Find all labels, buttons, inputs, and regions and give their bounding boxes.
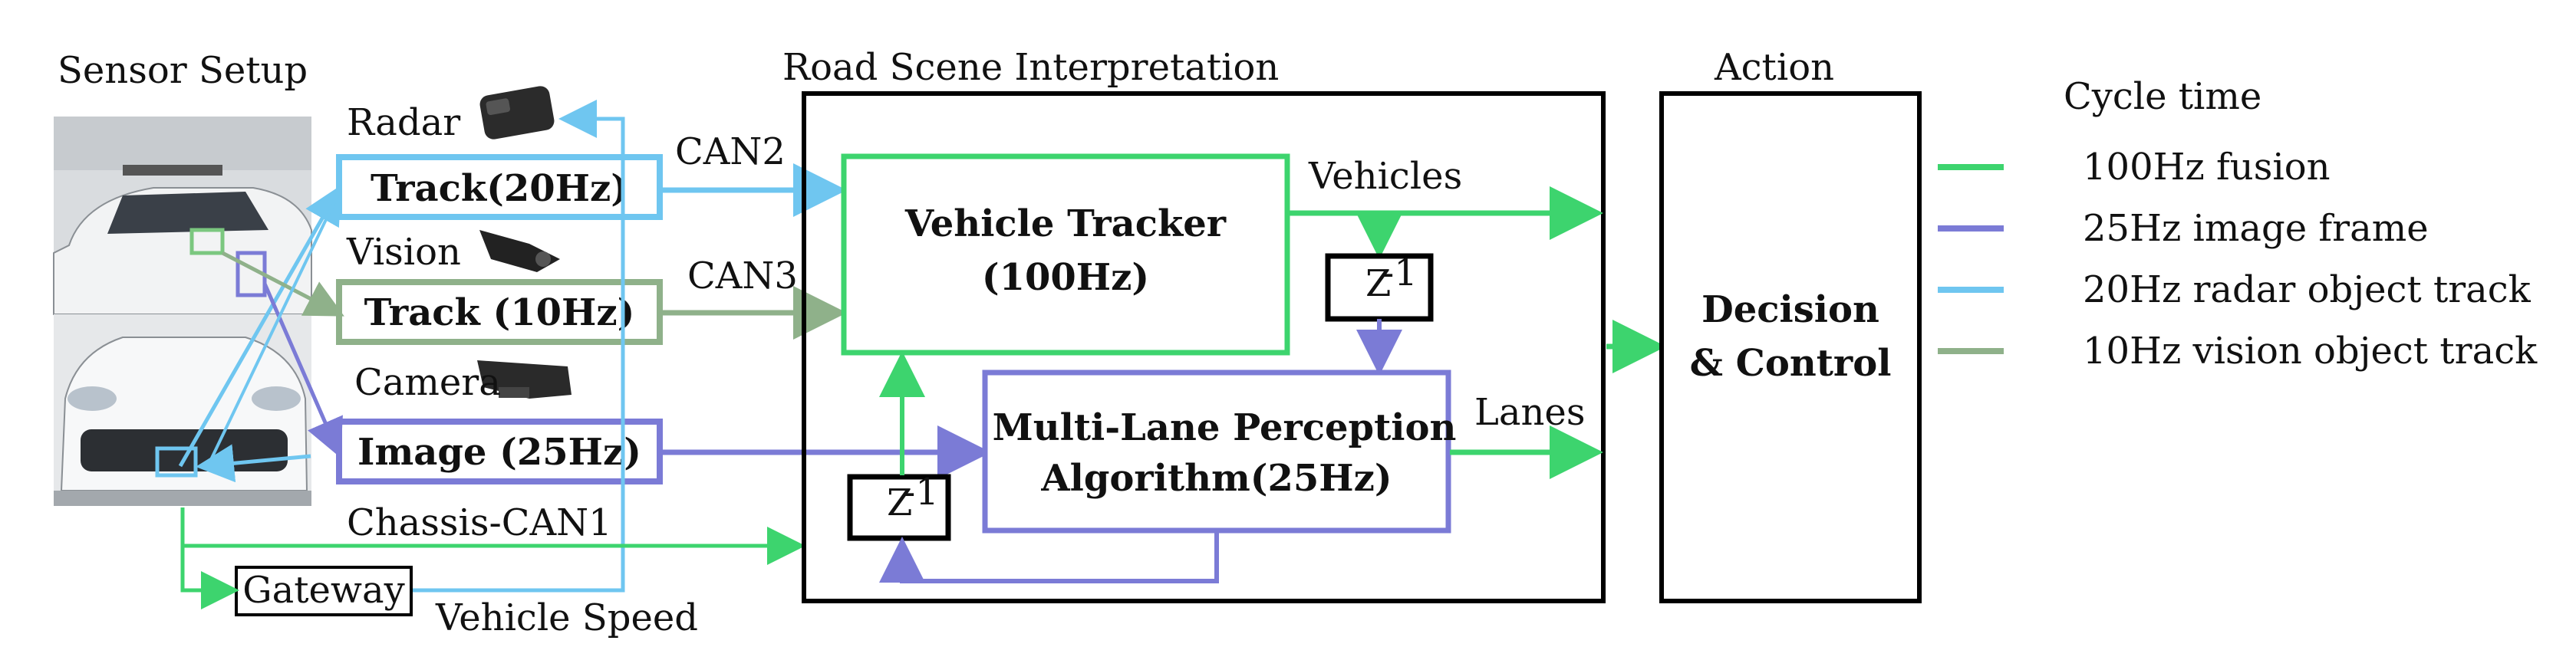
delay-box-right [1325,253,1434,322]
vehicle-speed-label: Vehicle Speed [435,596,698,639]
legend: 100Hz fusion 25Hz image frame 20Hz radar o… [1938,146,2538,373]
vision-sensor-icon [479,230,560,272]
legend-label: 100Hz fusion [2083,146,2331,189]
radar-highlight-line [196,444,311,483]
road-scene-frame [802,91,1606,603]
perception-box [982,369,1451,534]
legend-label: 20Hz radar object track [2083,268,2532,311]
perception-rate: Algorithm(25Hz) [1040,457,1392,500]
radar-link-line [178,185,341,468]
action-title: Action [1714,46,1834,89]
image-label: Image (25Hz) [357,431,641,474]
vehicle-tracker-box [841,153,1290,356]
road-scene-title: Road Scene Interpretation [782,46,1279,89]
camera-icon [477,360,572,399]
vision-link-line [221,251,344,317]
vehicle-speed-line [413,100,625,593]
radar-label: Radar [347,101,460,144]
can2-label: CAN2 [675,130,786,173]
legend-label: 25Hz image frame [2083,207,2429,250]
sensor-setup-title: Sensor Setup [58,49,308,92]
legend-label: 10Hz vision object track [2083,330,2538,373]
delay-right-z: Z [1365,262,1391,305]
lanes-label: Lanes [1474,391,1585,434]
vision-track-label: Track (10Hz) [364,291,635,334]
camera-link-line [262,283,343,458]
delay-left-z: Z [887,481,912,524]
decision-title: Decision [1701,288,1879,331]
vehicles-label: Vehicles [1308,155,1462,198]
cycle-time-title: Cycle time [2064,75,2261,118]
can3-label: CAN3 [687,255,798,297]
camera-label: Camera [354,361,501,404]
delay-right-exp: -1 [1382,251,1418,294]
vehicle-tracker-rate: (100Hz) [982,256,1149,299]
delay-left-exp: -1 [903,471,939,514]
delay-box-left [847,474,951,541]
radar-icon [479,86,555,140]
gateway-feed-line [180,546,239,609]
vision-label: Vision [346,231,461,274]
vision-track-box [336,279,663,345]
car-photo [53,117,312,506]
decision-box [1659,91,1922,603]
gateway-label: Gateway [242,569,404,612]
perception-feedback-line [879,532,1219,583]
gateway-box [235,566,413,616]
radar-track-label: Track(20Hz) [371,167,628,210]
vehicle-tracker-title: Vehicle Tracker [904,202,1227,245]
radar-cross-line [206,195,339,468]
chassis-can-label: Chassis-CAN1 [347,501,612,544]
control-title: & Control [1690,342,1892,385]
perception-title: Multi-Lane Perception [993,406,1457,449]
